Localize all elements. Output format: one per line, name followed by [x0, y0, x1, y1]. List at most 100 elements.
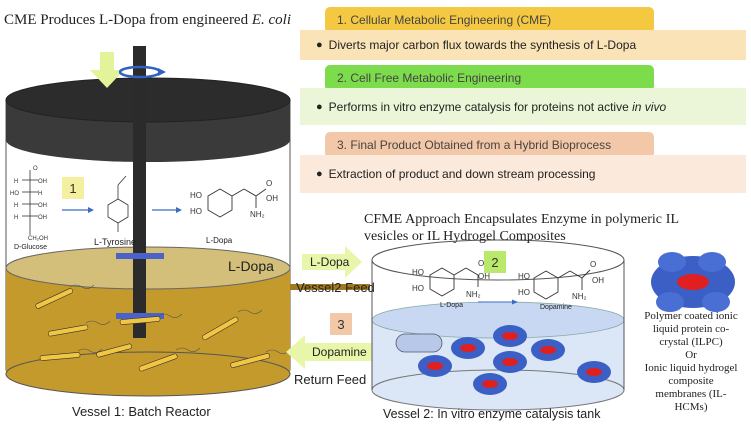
main-title: CME Produces L-Dopa from engineered E. c…: [4, 12, 291, 29]
vessel-2-caption: Vessel 2: In vitro enzyme catalysis tank: [383, 407, 601, 421]
step-2-badge: 2: [484, 251, 506, 273]
vessel-1-caption: Vessel 1: Batch Reactor: [72, 404, 211, 419]
bullet-icon: ●: [316, 168, 323, 180]
impeller-blade-upper: [116, 253, 164, 259]
svg-text:OH: OH: [38, 179, 47, 185]
ilpc-crystal-icon: [577, 361, 611, 383]
cfme-title: CFME Approach Encapsulates Enzyme in pol…: [364, 212, 679, 244]
return-arrow-label: Dopamine: [312, 345, 367, 359]
svg-text:O: O: [266, 179, 272, 188]
svg-text:HO: HO: [412, 284, 424, 293]
bullet-icon: ●: [316, 100, 323, 113]
svg-text:H: H: [38, 191, 42, 197]
ilpc-line: Polymer coated ionic: [644, 310, 738, 322]
dopamine-structure: [533, 269, 591, 300]
vessel-2-ldopa-structure: [429, 267, 479, 297]
feed-down-arrow-icon: [90, 52, 124, 88]
bullet-icon: ●: [316, 39, 323, 51]
ilpc-line: liquid protein co-: [652, 323, 730, 335]
step-3-badge: 3: [330, 313, 352, 335]
bacterium-icon: [47, 320, 111, 337]
ilpc-crystal-icon: [451, 337, 485, 359]
svg-text:O: O: [590, 260, 596, 269]
ilpc-crystal-icon: [473, 373, 507, 395]
svg-text:O: O: [33, 166, 38, 172]
step-1-bullet: Diverts major carbon flux towards the sy…: [328, 38, 637, 52]
tyrosine-structure: [107, 175, 129, 232]
main-title-organism: E. coli: [251, 12, 292, 28]
step-2-header: 2. Cell Free Metabolic Engineering: [325, 65, 654, 91]
svg-text:HO: HO: [518, 272, 530, 281]
step-2-bullet-italic: in vivo: [632, 99, 667, 114]
ldopa-atom-labels: HO HO O OH NH₂: [190, 179, 278, 219]
svg-text:OH: OH: [478, 272, 490, 281]
svg-text:NH₂: NH₂: [466, 290, 481, 299]
svg-text:HO: HO: [518, 288, 530, 297]
svg-text:HO: HO: [10, 191, 19, 197]
return-left-arrow-icon: [286, 335, 385, 369]
enzyme-reaction-arrowhead-icon: [512, 299, 518, 305]
ilpc-line: HCMs): [674, 401, 708, 413]
ilpc-crystal-icon: [418, 355, 452, 377]
ilpc-line: composite: [668, 375, 714, 387]
reaction-arrowhead-icon: [88, 207, 94, 213]
svg-text:OH: OH: [38, 215, 47, 221]
bacteria-group: [35, 284, 291, 372]
vessel2-feed-text: Vessel2 Feed: [296, 280, 375, 295]
step-3-number: 3.: [337, 138, 348, 152]
ldopa-layer: [5, 246, 291, 290]
svg-text:NH₂: NH₂: [572, 292, 587, 301]
vessel-1: [5, 77, 291, 397]
step-1-header: 1. Cellular Metabolic Engineering (CME): [325, 7, 654, 33]
bacterium-icon: [35, 284, 95, 309]
ilpc-crystal-icon: [531, 339, 565, 361]
vessel-2-ldopa-atoms: HO HO O OH NH₂: [412, 259, 490, 299]
step-2-body: ● Performs in vitro enzyme catalysis for…: [300, 88, 746, 125]
bacterium-icon: [119, 313, 183, 325]
impeller-blade-lower: [116, 313, 164, 319]
reaction-arrowhead-icon: [176, 207, 182, 213]
glucose-structure: [22, 170, 38, 235]
svg-text:CH₂OH: CH₂OH: [28, 236, 48, 242]
vessel-1-lid-top: [5, 77, 291, 123]
ldopa-label-vessel2: L-Dopa: [440, 302, 463, 309]
ldopa-label-vessel1: L-Dopa: [206, 236, 233, 245]
ilpc-line: crystal (ILPC): [659, 336, 723, 348]
ilpc-line: Or: [685, 349, 697, 361]
step-2-bullet: Performs in vitro enzyme catalysis for p…: [329, 100, 666, 114]
svg-text:H: H: [14, 203, 18, 209]
svg-text:H: H: [14, 179, 18, 185]
step-1-number: 1.: [337, 13, 348, 27]
dopamine-atoms: HO HO O OH NH₂: [518, 260, 604, 301]
agitator-shaft: [133, 46, 146, 338]
step-1-badge: 1: [62, 177, 84, 199]
svg-text:NH₂: NH₂: [250, 210, 265, 219]
svg-text:O: O: [478, 259, 484, 268]
ilpc-line: Ionic liquid hydrogel: [644, 362, 738, 374]
ilpc-description: Polymer coated ionic liquid protein co- …: [633, 310, 749, 414]
step-2-bullet-text: Performs in vitro enzyme catalysis for p…: [328, 99, 633, 114]
step-3-header: 3. Final Product Obtained from a Hybrid …: [325, 132, 654, 158]
svg-text:H: H: [14, 215, 18, 221]
step-3-body: ● Extraction of product and down stream …: [300, 155, 746, 193]
bacterium-icon: [138, 347, 201, 372]
svg-text:HO: HO: [190, 207, 202, 216]
bacterium-icon: [96, 343, 133, 358]
step-2-title: Cell Free Metabolic Engineering: [350, 71, 522, 85]
connecting-pipe: [290, 284, 370, 290]
main-title-text: CME Produces L-Dopa from engineered: [4, 12, 252, 28]
return-feed-text: Return Feed: [294, 372, 367, 387]
dopamine-label: Dopamine: [540, 304, 572, 311]
vessel-1-bottom: [5, 351, 291, 397]
enzyme-crystals: [418, 325, 611, 395]
glucose-label: D-Glucose: [14, 244, 48, 251]
bacterium-icon: [202, 309, 263, 341]
vessel-2-inlet-tube: [395, 333, 443, 353]
step-3-bullet: Extraction of product and down stream pr…: [328, 167, 596, 181]
bacterium-icon: [39, 348, 103, 361]
svg-text:OH: OH: [592, 276, 604, 285]
step-2-number: 2.: [337, 71, 348, 85]
ilpc-crystal-icon: [493, 351, 527, 373]
